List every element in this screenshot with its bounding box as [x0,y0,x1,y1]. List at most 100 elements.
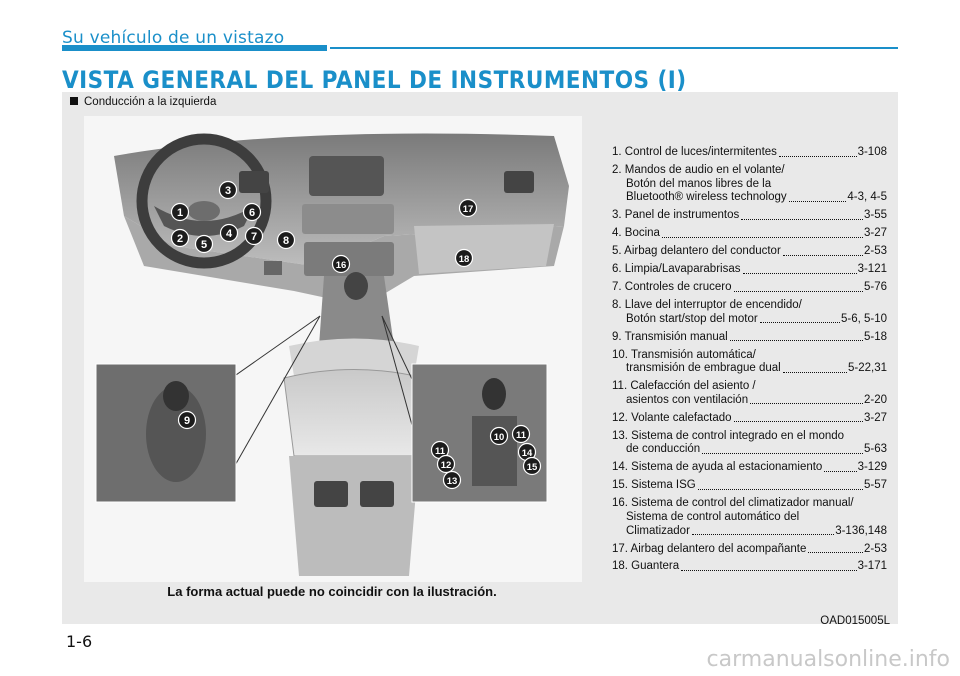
list-item-text: 14. Sistema de ayuda al estacionamiento [612,461,823,474]
leader-dots [742,263,857,274]
callout-badge [522,456,542,476]
list-item: 5. Airbag delantero del conductor 2-53 [612,245,887,259]
callout-16: 16 [331,254,351,274]
callout-badge [170,202,190,222]
callout-number: 4 [226,228,233,240]
audio-screen [309,156,384,196]
list-item-text: 1. Control de luces/intermitentes [612,146,777,158]
list-item-text: Bluetooth® wireless technology [626,191,787,204]
callout-1: 1 [170,202,190,222]
illustration-panel: Conducción a la izquierda [62,92,898,627]
list-item: 2. Mandos de audio en el volante/Botón d… [612,164,887,205]
list-item-page: 5-18 [863,330,887,343]
list-item-text: 4. Bocina [612,227,660,240]
callout-badge [218,180,238,200]
list-item: 16. Sistema de control del climatizador … [612,497,887,538]
callout-badge [442,470,462,490]
list-item: 17. Airbag delantero del acompañante 2-53 [612,543,887,557]
leader-dots [782,362,847,373]
hyundai-logo [188,201,220,221]
callout-18: 18 [454,248,474,268]
leader-dots [691,525,835,536]
list-item-text: 15. Sistema ISG [612,479,696,492]
list-item-page: 5-57 [863,479,887,492]
callout-15: 15 [522,456,542,476]
rear-vent-left [314,481,348,507]
list-item-page: 2-53 [863,542,887,555]
leader-dots [729,331,863,342]
list-item-page: 5-6, 5-10 [840,312,887,325]
callout-badge [177,410,197,430]
list-item-text: Botón start/stop del motor [626,312,758,325]
illustration-caption: La forma actual puede no coincidir con l… [167,584,497,599]
callout-4: 4 [219,223,239,243]
callout-number: 3 [225,185,231,197]
page-number: 1-6 [66,632,93,651]
callout-9: 9 [177,410,197,430]
callout-5: 5 [194,234,214,254]
callout-number: 1 [177,207,183,219]
callout-17: 17 [458,198,478,218]
list-item-text: 12. Volante calefactado [612,411,732,424]
callout-badge [219,223,239,243]
list-item: 11. Calefacción del asiento /asientos co… [612,380,887,407]
list-item-page: 5-22,31 [847,362,887,375]
callout-badge [194,234,214,254]
list-item-page: 3-171 [857,560,887,573]
manual-shift-boot [146,386,206,482]
list-item-text: 5. Airbag delantero del conductor [612,245,781,258]
list-item-text: 2. Mandos de audio en el volante/ [612,163,785,176]
list-item-text: 6. Limpia/Lavaparabrisas [612,263,741,276]
callout-3: 3 [218,180,238,200]
callout-13: 13 [442,470,462,490]
callout-badge [170,228,190,248]
list-item-page: 5-63 [863,443,887,456]
callout-number: 11 [516,430,527,441]
leader-dots [759,313,840,324]
list-item-text: 9. Transmisión manual [612,330,728,343]
leader-dots [697,479,863,490]
connector-line [228,315,321,477]
callout-8: 8 [276,230,296,250]
callout-badge [489,426,509,446]
list-item-page: 3-55 [863,209,887,222]
callout-12: 12 [436,454,456,474]
panel-label: Conducción a la izquierda [70,96,216,108]
climate-controls [304,242,394,276]
list-item: 13. Sistema de control integrado en el m… [612,430,887,457]
manual-shift-knob [163,381,189,411]
leader-dots [733,281,863,292]
rear-console [289,456,419,576]
list-item-text: de conducción [626,443,701,456]
panel-label-text: Conducción a la izquierda [84,96,217,108]
list-item-text: asientos con ventilación [626,393,749,406]
leader-dots [788,191,847,202]
leader-dots [741,209,863,220]
leader-dots [778,146,857,157]
list-item: 15. Sistema ISG 5-57 [612,479,887,493]
leader-dots [661,227,863,238]
header-rule-thin [330,47,898,49]
callout-number: 6 [249,207,255,219]
list-item-text: 17. Airbag delantero del acompañante [612,542,807,555]
callout-6: 6 [242,202,262,222]
list-item-subtext: Botón del manos libres de la [626,177,772,190]
callout-badge [436,454,456,474]
gear-console [319,276,394,346]
list-item-page: 5-76 [863,281,887,294]
cupholder-area [289,338,419,376]
left-vent [239,171,269,193]
automatic-shift-gate [472,416,517,486]
list-item-page: 2-53 [863,245,887,258]
callout-number: 16 [336,260,347,271]
